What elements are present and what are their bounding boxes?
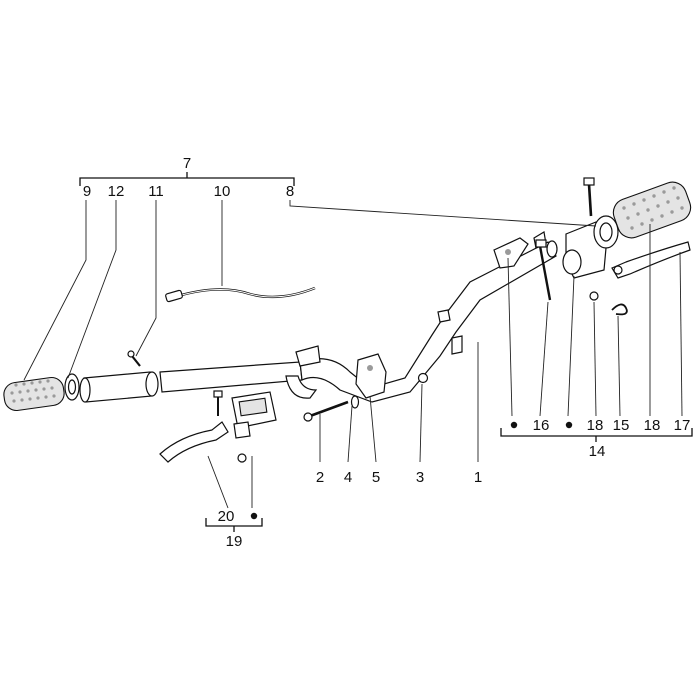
callout-1: 1 xyxy=(474,469,482,486)
callout-3: 3 xyxy=(416,469,424,486)
left-grip xyxy=(3,376,65,412)
callout-2: 2 xyxy=(316,469,324,486)
callout-16: 16 xyxy=(533,417,550,434)
group-bracket-19 xyxy=(205,518,263,532)
screw-top xyxy=(583,177,595,217)
right-lever xyxy=(611,241,691,279)
clamp-5 xyxy=(355,353,387,399)
callout-7: 7 xyxy=(183,155,191,172)
throttle-cable xyxy=(165,286,316,303)
nut-18 xyxy=(589,291,599,301)
callout-12: 12 xyxy=(108,183,125,200)
spring-15 xyxy=(611,303,628,316)
callout-5: 5 xyxy=(372,469,380,486)
right-grip xyxy=(593,181,692,249)
bullet-dots xyxy=(250,421,573,520)
group-bracket-14 xyxy=(500,428,693,442)
callout-8: 8 xyxy=(286,183,294,200)
callout-17: 17 xyxy=(674,417,691,434)
bolt-16 xyxy=(535,239,552,301)
left-master-cylinder xyxy=(159,390,277,463)
callout-18b: 18 xyxy=(644,417,661,434)
handlebar-tube xyxy=(159,240,558,403)
callout-14: 14 xyxy=(589,443,606,460)
callout-9: 9 xyxy=(83,183,91,200)
callout-11: 11 xyxy=(148,183,164,200)
nut-3 xyxy=(417,372,429,384)
screw-11 xyxy=(127,350,141,367)
callout-labels: 7 9 12 11 10 8 2 4 5 3 1 16 18 15 18 17 … xyxy=(83,155,691,550)
callout-18a: 18 xyxy=(587,417,604,434)
throttle-sleeve xyxy=(79,371,159,403)
bolt-2 xyxy=(303,400,349,422)
callout-15: 15 xyxy=(613,417,630,434)
callout-10: 10 xyxy=(214,183,231,200)
callout-4: 4 xyxy=(344,469,352,486)
leader-lines xyxy=(23,200,683,509)
callout-19: 19 xyxy=(226,533,243,550)
group-bracket-7 xyxy=(79,172,295,186)
callout-20: 20 xyxy=(218,508,235,525)
washer-4 xyxy=(350,395,360,409)
left-grip-ring xyxy=(64,373,80,401)
